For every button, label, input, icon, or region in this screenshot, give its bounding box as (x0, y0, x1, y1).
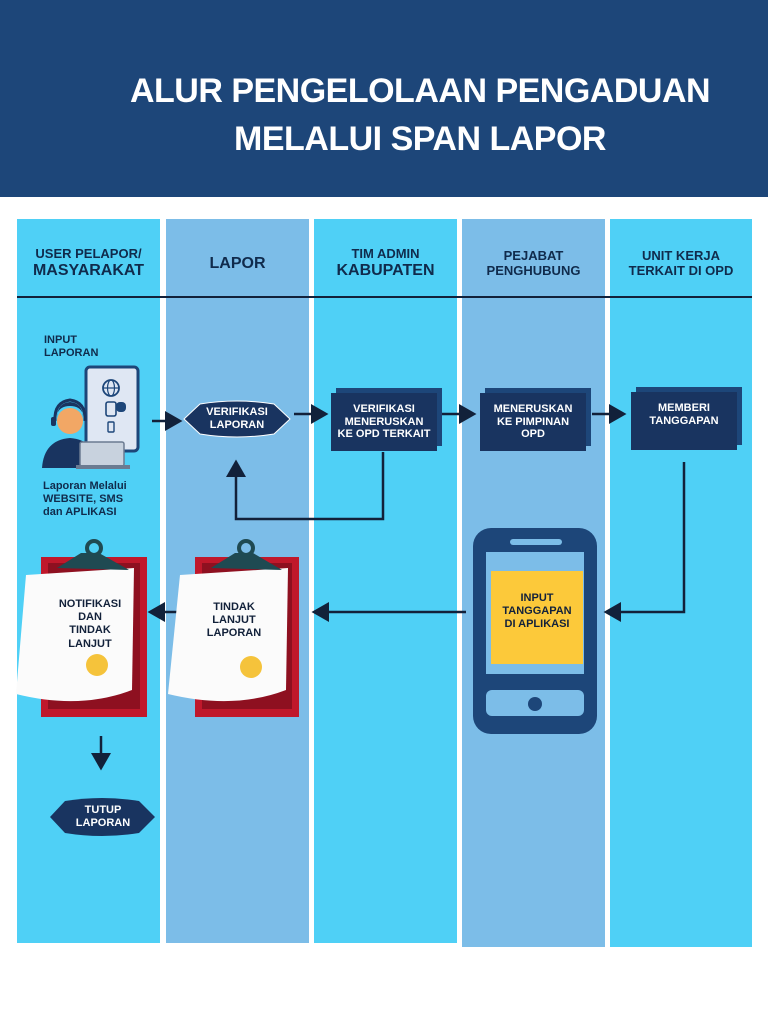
lane-header-line: LAPOR (209, 254, 266, 272)
text-line: TINDAK (69, 624, 111, 637)
lane-header-lapor: LAPOR (166, 236, 309, 292)
lane-header-line: TERKAIT DI OPD (628, 263, 734, 278)
lane-header-pejabat: PEJABAT PENGHUBUNG (462, 236, 605, 292)
device-card-icon (84, 365, 140, 453)
clipboard-tindak-lanjut-icon (168, 539, 299, 717)
input-laporan-label: INPUT LAPORAN (44, 334, 98, 360)
lane-header-line: MASYARAKAT (32, 262, 145, 280)
tutup-laporan-hex (50, 798, 155, 836)
text-line: TANGGAPAN (502, 605, 572, 618)
lane-header-line: UNIT KERJA (641, 248, 720, 264)
lane-header-user: USER PELAPOR/ MASYARAKAT (17, 236, 160, 292)
text-line: VERIFIKASI (353, 403, 415, 416)
page-title-line-2: MELALUI SPAN LAPOR (234, 120, 606, 158)
text-line: INPUT (520, 592, 554, 604)
header-banner: ALUR PENGELOLAAN PENGADUAN MELALUI SPAN … (0, 0, 768, 197)
memberi-tanggapan-box: MEMBERI TANGGAPAN (631, 392, 737, 450)
notifikasi-label: NOTIFIKASI DAN TINDAK LANJUT (52, 598, 128, 651)
input-tanggapan-label: INPUT TANGGAPAN DI APLIKASI (491, 592, 583, 632)
text-line: DAN (78, 611, 102, 624)
text-line: Laporan Melalui (43, 480, 127, 492)
text-line: TANGGAPAN (649, 414, 719, 427)
text-line: KE OPD TERKAIT (337, 428, 431, 441)
header-divider (17, 296, 752, 298)
text-line: LAPORAN (44, 347, 99, 360)
text-line: INPUT (44, 334, 77, 346)
lane-header-admin: TIM ADMIN KABUPATEN (314, 236, 457, 292)
text-line: OPD (521, 428, 545, 441)
text-line: dan APLIKASI (43, 506, 117, 519)
smartphone-icon (473, 528, 597, 734)
verifikasi-laporan-label: VERIFIKASI LAPORAN (190, 404, 284, 434)
verifikasi-meneruskan-box: VERIFIKASI MENERUSKAN KE OPD TERKAIT (331, 393, 437, 451)
text-line: KE PIMPINAN (496, 415, 570, 428)
channels-label: Laporan Melalui WEBSITE, SMS dan APLIKAS… (43, 480, 127, 520)
page-title-line-1: ALUR PENGELOLAAN PENGADUAN (129, 72, 711, 110)
lane-unit-kerja (610, 219, 752, 947)
verifikasi-laporan-hex (183, 400, 291, 438)
lane-header-line: PENGHUBUNG (486, 263, 581, 278)
lane-header-unit: UNIT KERJA TERKAIT DI OPD (610, 236, 752, 292)
tutup-laporan-label: TUTUP LAPORAN (60, 802, 146, 832)
text-line: LAPORAN (75, 817, 131, 829)
lane-tim-admin (314, 219, 457, 943)
lane-header-line: USER PELAPOR/ (35, 246, 142, 262)
text-line: LANJUT (68, 637, 112, 650)
text-line: LAPORAN (209, 419, 265, 431)
text-line: LAPORAN (206, 627, 262, 640)
text-line: MENERUSKAN (493, 403, 573, 416)
text-line: MENERUSKAN (344, 415, 424, 428)
lane-header-line: PEJABAT (503, 248, 564, 264)
clipboard-notifikasi-icon (16, 539, 147, 717)
text-line: MEMBERI (658, 402, 710, 414)
lane-header-line: TIM ADMIN (351, 246, 420, 262)
text-line: WEBSITE, SMS (43, 493, 124, 506)
text-line: NOTIFIKASI (58, 598, 122, 610)
text-line: VERIFIKASI (206, 406, 268, 419)
text-line: TUTUP (84, 804, 122, 817)
text-line: TINDAK (213, 601, 255, 613)
text-line: LANJUT (212, 614, 256, 627)
text-line: DI APLIKASI (504, 618, 570, 631)
operator-headset-icon (42, 398, 130, 469)
lane-header-line: KABUPATEN (336, 262, 435, 280)
tindak-lanjut-label: TINDAK LANJUT LAPORAN (196, 601, 272, 641)
meneruskan-pimpinan-box: MENERUSKAN KE PIMPINAN OPD (480, 393, 586, 451)
